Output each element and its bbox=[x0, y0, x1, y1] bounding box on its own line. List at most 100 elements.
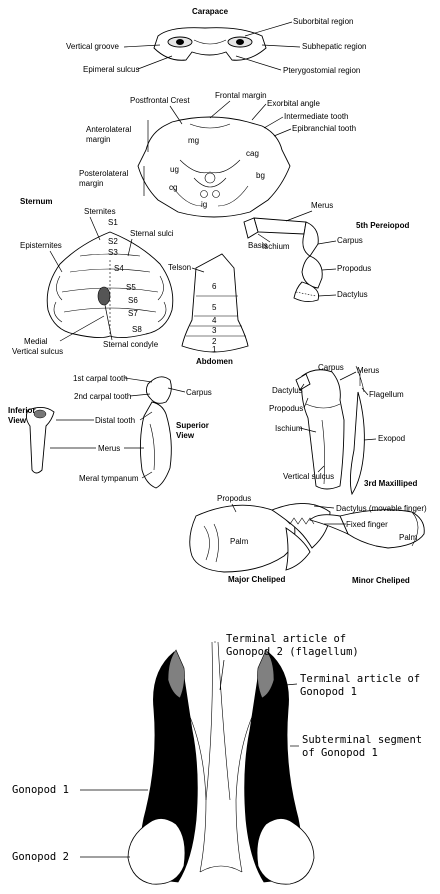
anterolateral-margin-label-1: Anterolateral bbox=[86, 125, 132, 134]
pterygostomial-label: Pterygostomial region bbox=[283, 66, 360, 75]
segment-s1: S1 bbox=[108, 218, 118, 227]
first-carpal-tooth-leader bbox=[125, 378, 152, 382]
epibranchial-tooth-label: Epibranchial tooth bbox=[292, 124, 356, 133]
gonopod2-flagellum-lines bbox=[206, 642, 230, 800]
segment-s7: S7 bbox=[128, 309, 138, 318]
postfrontal-crest-label: Postfrontal Crest bbox=[130, 96, 190, 105]
right-eye-shape bbox=[236, 39, 244, 45]
pereiopod-view: Merus Basis Ischium Carpus Propodus Dact… bbox=[244, 201, 409, 302]
exopod-label: Exopod bbox=[378, 434, 405, 443]
maxilliped-merus-label: Merus bbox=[357, 366, 379, 375]
cheliped-views: Propodus Dactylus (movable finger) Fixed… bbox=[190, 494, 427, 585]
subhepatic-label: Subhepatic region bbox=[302, 42, 367, 51]
abdomen-segment-6: 6 bbox=[212, 282, 217, 291]
abdomen-segment-4: 4 bbox=[212, 316, 217, 325]
pereiopod-merus-label: Merus bbox=[311, 201, 333, 210]
pereiopod-title: 5th Pereiopod bbox=[356, 221, 409, 230]
region-cag: cag bbox=[246, 149, 259, 158]
segment-s4: S4 bbox=[114, 264, 124, 273]
intermediate-tooth-leader bbox=[264, 117, 283, 128]
carpus-shape bbox=[146, 377, 171, 404]
epimeral-sulcus-leader bbox=[138, 56, 172, 69]
maxilliped-view: Carpus Merus Dactylus Flagellum Propodus… bbox=[269, 363, 417, 494]
abdomen-segment-5: 5 bbox=[212, 303, 217, 312]
frontal-margin-label: Frontal margin bbox=[215, 91, 267, 100]
region-bg: bg bbox=[256, 171, 265, 180]
abdomen-title: Abdomen bbox=[196, 357, 233, 366]
superior-view-label-2: View bbox=[176, 431, 195, 440]
flagellum-leader bbox=[362, 388, 368, 395]
medial-sulcus-label-1: Medial bbox=[24, 337, 48, 346]
pereiopod-dactylus-label: Dactylus bbox=[337, 290, 368, 299]
segment-s6: S6 bbox=[128, 296, 138, 305]
pereiopod-carpus-leader bbox=[318, 241, 336, 244]
first-carpal-tooth-label: 1st carpal tooth bbox=[73, 374, 128, 383]
sternum-title: Sternum bbox=[20, 197, 52, 206]
segment-s3: S3 bbox=[108, 248, 118, 257]
abdomen-view: Telson 6 5 4 3 2 1 Abdomen bbox=[168, 254, 248, 366]
maxilliped-dactylus-label: Dactylus bbox=[272, 386, 303, 395]
pereiopod-dactylus-leader bbox=[318, 295, 336, 296]
superior-view-label-1: Superior bbox=[176, 421, 209, 430]
second-carpal-tooth-leader bbox=[130, 394, 150, 396]
suborbital-leader bbox=[245, 22, 292, 36]
region-cg: cg bbox=[169, 183, 177, 192]
minor-cheliped-title: Minor Cheliped bbox=[352, 576, 410, 585]
cheliped-dactylus-label: Dactylus (movable finger) bbox=[336, 504, 427, 513]
terminal-gonopod2-leader bbox=[220, 660, 224, 690]
maxilliped-propodus-label: Propodus bbox=[269, 404, 303, 413]
terminal-gonopod2-label-1: Terminal article of bbox=[226, 633, 346, 645]
minor-palm-label: Palm bbox=[399, 533, 418, 542]
subhepatic-leader bbox=[262, 45, 300, 47]
carpus-merus-views: 1st carpal tooth 2nd carpal tooth Carpus… bbox=[8, 374, 212, 488]
pereiopod-merus-shape bbox=[254, 218, 306, 234]
region-ug: ug bbox=[170, 165, 179, 174]
epimeral-sulcus-label: Epimeral sulcus bbox=[83, 65, 139, 74]
second-carpal-tooth-label: 2nd carpal tooth bbox=[74, 392, 131, 401]
exorbital-angle-leader bbox=[252, 104, 266, 120]
carapace-dorsal-outline bbox=[138, 117, 290, 217]
right-gonopod2-shape bbox=[257, 818, 314, 884]
carapace-dorsal-view: mg cag ug cg bg ig Postfrontal Crest Fro… bbox=[79, 91, 356, 217]
subterminal-gonopod1-label-1: Subterminal segment bbox=[302, 734, 422, 746]
epibranchial-tooth-leader bbox=[274, 129, 291, 136]
fixed-finger-label: Fixed finger bbox=[346, 520, 388, 529]
inferior-view-label-2: View bbox=[8, 416, 27, 425]
region-mg: mg bbox=[188, 136, 199, 145]
exopod-leader bbox=[364, 439, 376, 440]
major-palm-label: Palm bbox=[230, 537, 249, 546]
episternites-label: Episternites bbox=[20, 241, 62, 250]
distal-tooth-label: Distal tooth bbox=[95, 416, 135, 425]
terminal-gonopod1-label-1: Terminal article of bbox=[300, 673, 420, 685]
gonopod-view: Terminal article of Gonopod 2 (flagellum… bbox=[12, 633, 422, 884]
gonopod2-label: Gonopod 2 bbox=[12, 851, 69, 863]
carapace-title: Carapace bbox=[192, 7, 229, 16]
vertical-groove-label: Vertical groove bbox=[66, 42, 119, 51]
sternum-view: Sternum Sternites Episternites Sternal s… bbox=[12, 197, 174, 356]
maxilliped-vertical-sulcus-label: Vertical sulcus bbox=[283, 472, 334, 481]
subterminal-gonopod1-label-2: of Gonopod 1 bbox=[302, 747, 378, 759]
pereiopod-ischium-label: Ischium bbox=[262, 242, 290, 251]
superior-merus-shape bbox=[140, 402, 171, 488]
pereiopod-merus-leader bbox=[286, 211, 312, 221]
flagellum-label: Flagellum bbox=[369, 390, 404, 399]
maxilliped-title: 3rd Maxilliped bbox=[364, 479, 417, 488]
carpus-view-carpus-label: Carpus bbox=[186, 388, 212, 397]
terminal-gonopod2-label-2: Gonopod 2 (flagellum) bbox=[226, 646, 359, 658]
carapace-frontal-view: Carapace Suborbital region Subhepatic re… bbox=[66, 7, 367, 75]
major-cheliped-title: Major Cheliped bbox=[228, 575, 285, 584]
left-eye-shape bbox=[176, 39, 184, 45]
terminal-gonopod1-label-2: Gonopod 1 bbox=[300, 686, 357, 698]
episternites-leader bbox=[50, 251, 62, 272]
region-ig: ig bbox=[201, 200, 207, 209]
pereiopod-carpus-label: Carpus bbox=[337, 236, 363, 245]
sternal-sulci-label: Sternal sulci bbox=[130, 229, 174, 238]
segment-s5: S5 bbox=[126, 283, 136, 292]
anterolateral-margin-label-2: margin bbox=[86, 135, 110, 144]
pterygostomial-leader bbox=[236, 56, 281, 70]
segment-s2: S2 bbox=[108, 237, 118, 246]
inferior-spot-shape bbox=[34, 410, 46, 418]
meral-tympanum-label: Meral tympanum bbox=[79, 474, 139, 483]
abdomen-segment-1: 1 bbox=[212, 345, 217, 354]
